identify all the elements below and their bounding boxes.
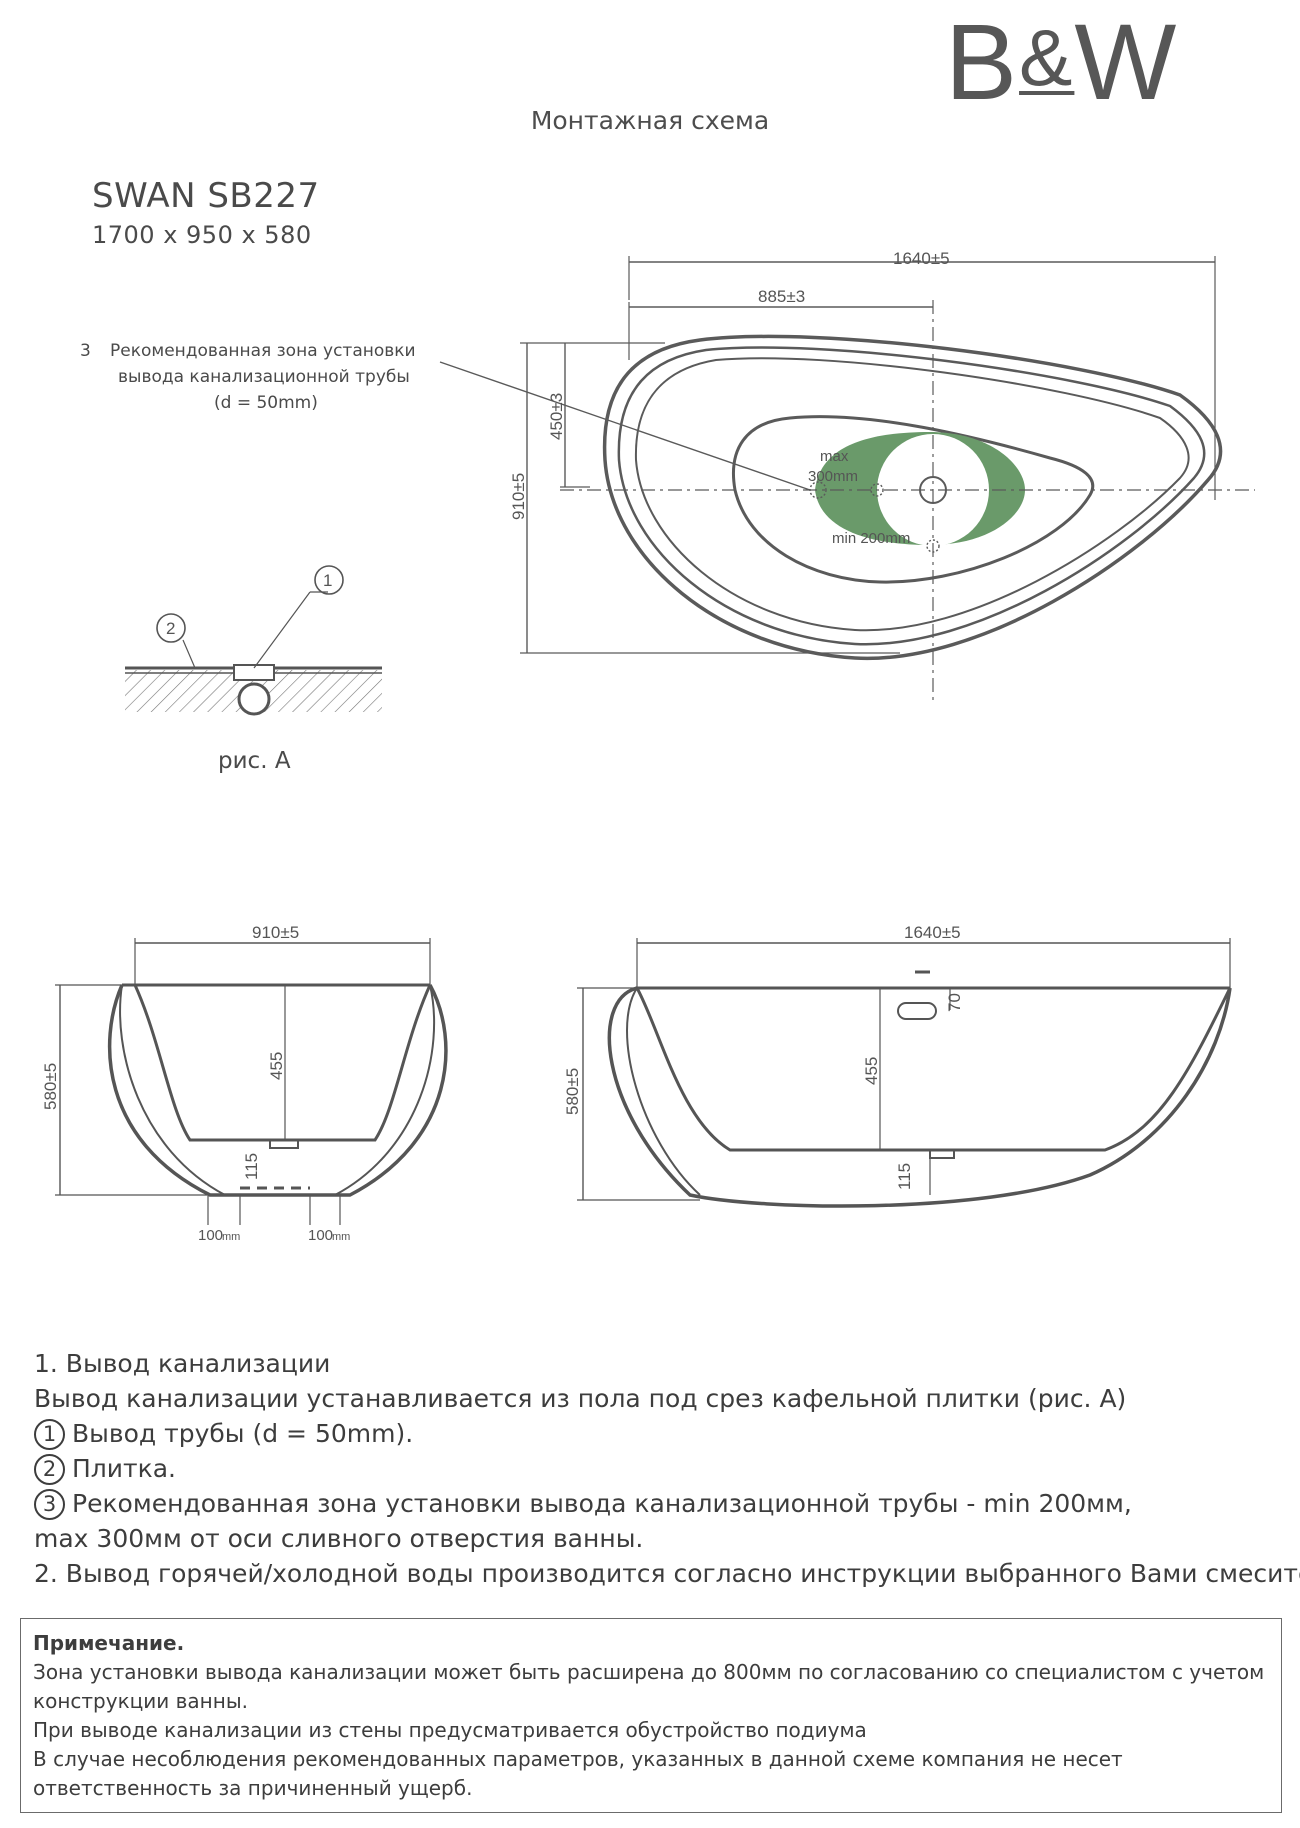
- tub-outline-outer: [602, 334, 1223, 661]
- marker-1-circle: [314, 565, 344, 595]
- model-name: SWAN SB227: [92, 176, 320, 216]
- dim-top-drain: 885±3: [758, 287, 805, 306]
- note-item-1-text: Вывод трубы (d = 50mm).: [72, 1419, 414, 1448]
- note-line-2: Вывод канализации устанавливается из пол…: [34, 1384, 1127, 1413]
- side-dim-right-offset: 100: [308, 1227, 333, 1244]
- tub-rim-inner: [634, 357, 1190, 632]
- callout-number: 3: [80, 341, 91, 361]
- note-item-2-number: 2: [34, 1454, 65, 1485]
- side-dim-bottom: 115: [242, 1153, 261, 1180]
- callout-line-1: Рекомендованная зона установки: [110, 341, 416, 361]
- tub-rim: [617, 346, 1206, 646]
- dim-top-length: 1640±5: [893, 249, 950, 268]
- side-dim-height: 580±5: [41, 1063, 60, 1110]
- zone-max-value: 300mm: [808, 468, 858, 485]
- installation-notes: 1. Вывод канализации Вывод канализации у…: [34, 1346, 1300, 1591]
- pipe-outlet: [237, 682, 271, 716]
- note-item-3-number: 3: [34, 1489, 65, 1520]
- note-item-3-text: Рекомендованная зона установки вывода ка…: [72, 1489, 1132, 1518]
- detail-a: [125, 565, 382, 716]
- model-dimensions: 1700 x 950 x 580: [92, 221, 312, 249]
- note-line-1: 1. Вывод канализации: [34, 1349, 331, 1378]
- side-dim-width: 910±5: [252, 923, 299, 942]
- front-dim-height: 580±5: [563, 1068, 582, 1115]
- pipe-flange: [233, 664, 275, 681]
- front-dim-bottom: 115: [895, 1163, 914, 1190]
- side-view: [55, 938, 448, 1225]
- overflow-fitting: [897, 1002, 937, 1020]
- side-unit-left: mm: [222, 1231, 240, 1243]
- front-dim-length: 1640±5: [904, 923, 961, 942]
- side-dim-left-offset: 100: [198, 1227, 223, 1244]
- front-basin: [635, 987, 1232, 1152]
- logo-letter-b: B: [945, 1, 1020, 122]
- zone-min-label: min 200mm: [832, 530, 910, 547]
- note-box-line-2: конструкции ванны.: [33, 1689, 248, 1713]
- front-view: [577, 938, 1232, 1208]
- note-box-line-4: В случае несоблюдения рекомендованных па…: [33, 1747, 1123, 1771]
- callout-leader: [439, 361, 811, 491]
- zone-max-label: max: [820, 448, 849, 465]
- callout-line-3: (d = 50mm): [214, 393, 318, 413]
- front-dim-overflow: 70: [945, 993, 964, 1012]
- logo-letter-w: W: [1074, 1, 1179, 122]
- note-line-last: 2. Вывод горячей/холодной воды производи…: [34, 1559, 1300, 1588]
- detail-a-caption: рис. А: [218, 748, 291, 774]
- callout-line-2: вывода канализационной трубы: [118, 367, 410, 387]
- note-box-title: Примечание.: [33, 1631, 185, 1655]
- marker-2-label: 2: [166, 619, 175, 638]
- marker-2-circle: [156, 613, 186, 643]
- dim-top-half-width: 450±3: [547, 393, 566, 440]
- top-view: [439, 256, 1255, 703]
- note-item-1-number: 1: [34, 1419, 65, 1450]
- note-box: Примечание. Зона установки вывода канали…: [20, 1618, 1282, 1813]
- side-unit-right: mm: [332, 1231, 350, 1243]
- note-item-2-text: Плитка.: [72, 1454, 176, 1483]
- side-shell-outer: [107, 984, 448, 1197]
- page-subtitle: Монтажная схема: [530, 106, 770, 135]
- note-item-3-cont: max 300мм от оси сливного отверстия ванн…: [34, 1524, 644, 1553]
- logo-ampersand: &: [1019, 13, 1075, 102]
- dim-top-width: 910±5: [509, 473, 528, 520]
- brand-logo: B&W: [945, 8, 1178, 116]
- front-shell-outer: [607, 986, 1232, 1208]
- note-box-line-5: ответственность за причиненный ущерб.: [33, 1776, 473, 1800]
- side-dim-depth: 455: [267, 1052, 286, 1080]
- front-dim-depth: 455: [862, 1057, 881, 1085]
- note-box-line-1: Зона установки вывода канализации может …: [33, 1660, 1265, 1684]
- marker-1-label: 1: [323, 571, 332, 590]
- note-box-line-3: При выводе канализации из стены предусма…: [33, 1718, 867, 1742]
